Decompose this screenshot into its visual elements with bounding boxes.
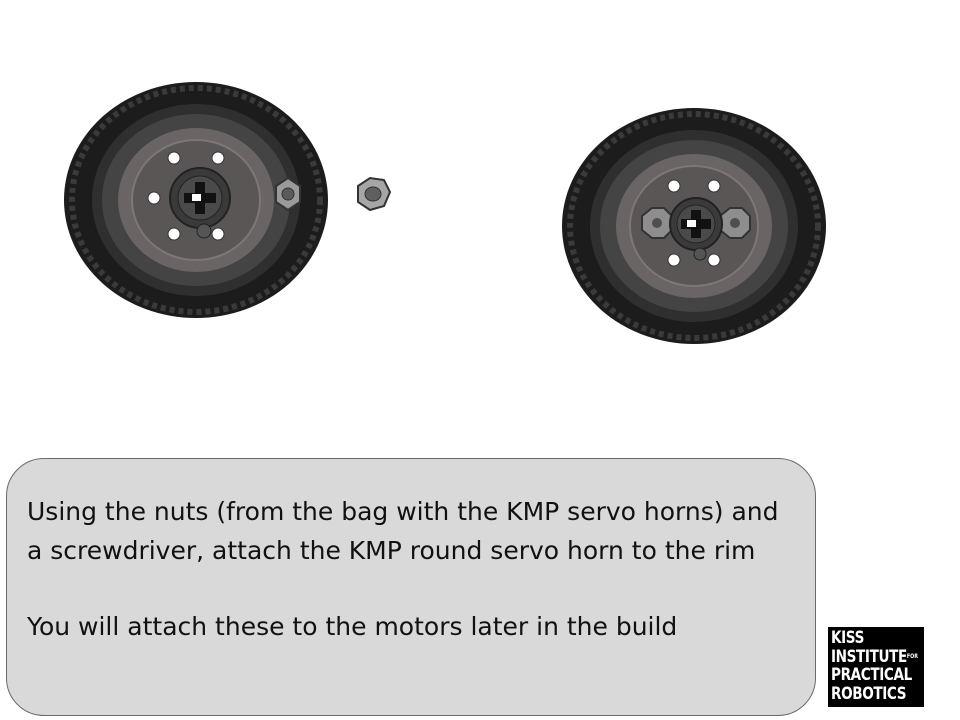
logo-line-3: PRACTICAL: [831, 665, 912, 685]
logo-line-1: KISS: [831, 628, 864, 648]
nut-illustration: [357, 176, 392, 212]
wheel-after-illustration: [562, 108, 826, 344]
instruction-step-text: Using the nuts (from the bag with the KM…: [27, 497, 779, 565]
kipr-logo: KISS INSTITUTEFOR PRACTICAL ROBOTICS: [828, 627, 924, 707]
wheel-before-illustration: [64, 82, 328, 318]
instruction-note-text: You will attach these to the motors late…: [27, 612, 678, 641]
logo-line-2: INSTITUTEFOR: [831, 647, 918, 667]
instruction-callout: Using the nuts (from the bag with the KM…: [6, 458, 816, 716]
logo-line-2-text: INSTITUTE: [831, 646, 907, 667]
logo-line-2-small: FOR: [906, 652, 918, 660]
logo-line-4: ROBOTICS: [831, 683, 907, 704]
